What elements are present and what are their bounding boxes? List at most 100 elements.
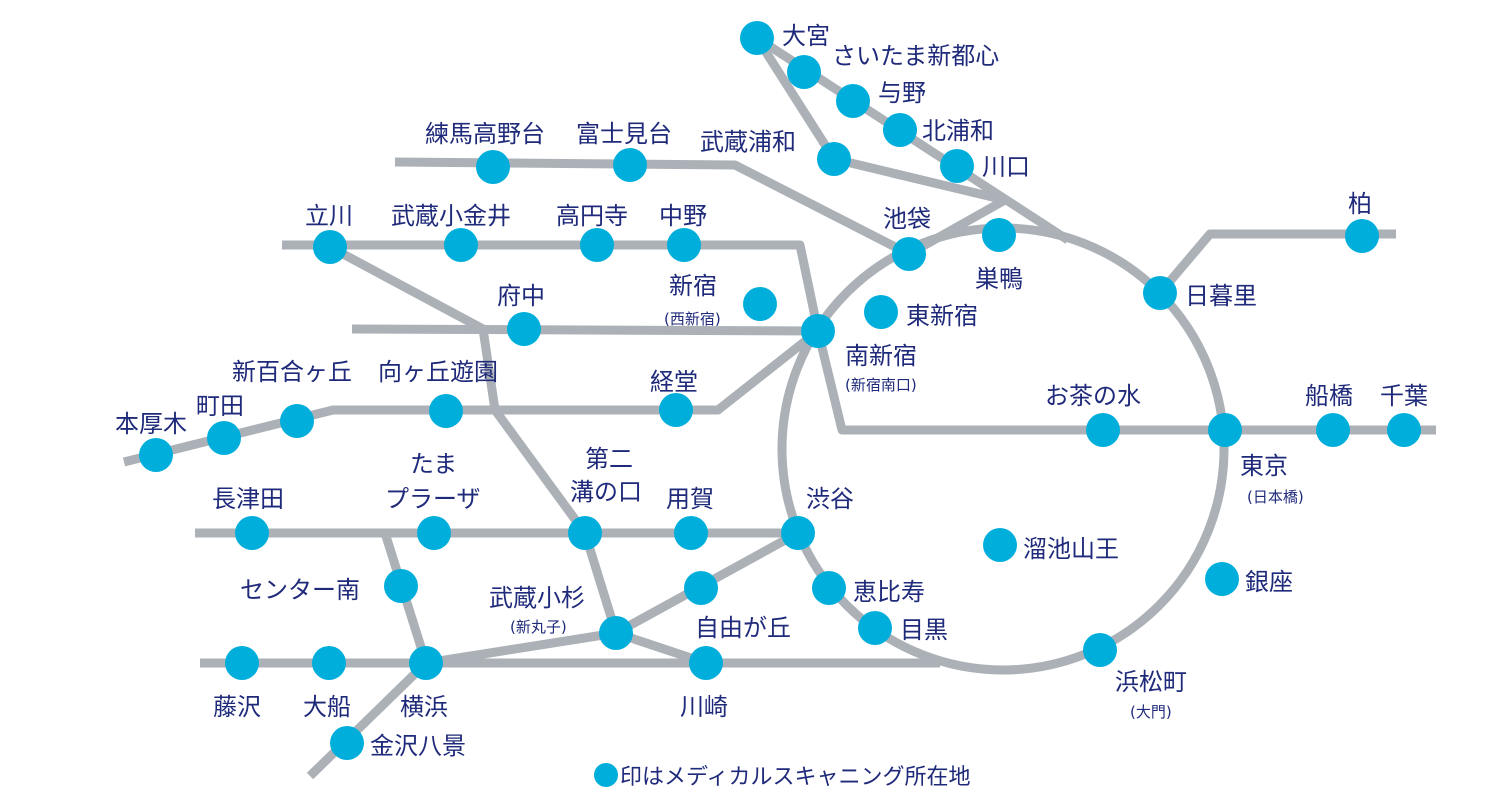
station-label: センター南 [240, 576, 360, 604]
station[interactable]: 自由が丘 [684, 571, 791, 642]
station[interactable]: 経堂 [650, 368, 698, 427]
station[interactable]: 池袋 [883, 205, 931, 271]
station[interactable]: 北浦和 [883, 113, 994, 147]
station[interactable]: 新百合ヶ丘 [232, 358, 352, 438]
station-marker-icon[interactable] [812, 571, 846, 605]
station-marker-icon[interactable] [613, 148, 647, 182]
station-marker-icon[interactable] [1083, 633, 1117, 667]
station-marker-icon[interactable] [689, 646, 723, 680]
station-marker-icon[interactable] [781, 516, 815, 550]
station-marker-icon[interactable] [940, 149, 974, 183]
station-marker-icon[interactable] [444, 228, 478, 262]
station[interactable]: 藤沢 [213, 646, 261, 721]
station-marker-icon[interactable] [982, 218, 1016, 252]
station[interactable]: 東新宿 [864, 295, 978, 330]
station-marker-icon[interactable] [207, 421, 241, 455]
station[interactable]: 立川 [305, 202, 353, 264]
station-marker-icon[interactable] [568, 516, 602, 550]
station-label: 武蔵小金井 [391, 202, 511, 230]
station[interactable]: 本厚木 [115, 410, 187, 472]
station[interactable]: 東京(日本橋) [1208, 413, 1304, 506]
station[interactable]: 川崎 [680, 646, 728, 721]
station[interactable]: 高円寺 [556, 202, 628, 262]
station-marker-icon[interactable] [817, 142, 851, 176]
station[interactable]: 浜松町(大門) [1083, 633, 1187, 721]
station[interactable]: 銀座 [1205, 562, 1293, 596]
station[interactable]: 向ヶ丘遊園 [378, 358, 498, 428]
station-marker-icon[interactable] [599, 616, 633, 650]
station-marker-icon[interactable] [1086, 413, 1120, 447]
station-label-line2: 溝の口 [570, 478, 642, 506]
station[interactable]: 渋谷 [781, 485, 854, 550]
station[interactable]: 与野 [836, 79, 926, 118]
station-label: 高円寺 [556, 202, 628, 230]
station[interactable]: 長津田 [212, 485, 284, 550]
station-marker-icon[interactable] [417, 516, 451, 550]
station-marker-icon[interactable] [674, 516, 708, 550]
station-marker-icon[interactable] [1387, 413, 1421, 447]
station-marker-icon[interactable] [312, 646, 346, 680]
station[interactable]: 大宮 [740, 21, 830, 55]
station-marker-icon[interactable] [787, 55, 821, 89]
station[interactable]: 千葉 [1380, 382, 1428, 447]
station-marker-icon[interactable] [740, 21, 774, 55]
station[interactable]: 府中 [497, 282, 545, 346]
station[interactable]: 新宿(西新宿) [664, 272, 777, 328]
station-marker-icon[interactable] [1208, 413, 1242, 447]
station[interactable]: 大船 [303, 646, 351, 721]
station[interactable]: 武蔵小金井 [391, 202, 511, 262]
station[interactable]: 溜池山王 [983, 528, 1119, 563]
station[interactable]: 横浜 [400, 646, 448, 721]
station-marker-icon[interactable] [743, 287, 777, 321]
station-marker-icon[interactable] [1205, 562, 1239, 596]
station[interactable]: 武蔵浦和 [700, 128, 851, 176]
station[interactable]: 恵比寿 [812, 571, 925, 606]
station-marker-icon[interactable] [836, 84, 870, 118]
station[interactable]: 川口 [940, 149, 1030, 183]
station-marker-icon[interactable] [659, 393, 693, 427]
station[interactable]: 金沢八景 [330, 726, 466, 760]
station[interactable]: 日暮里 [1143, 276, 1257, 310]
station-marker-icon[interactable] [858, 611, 892, 645]
station-marker-icon[interactable] [1143, 276, 1177, 310]
station-marker-icon[interactable] [1345, 219, 1379, 253]
station-label: 川口 [982, 153, 1030, 181]
station-marker-icon[interactable] [409, 646, 443, 680]
station-marker-icon[interactable] [667, 228, 701, 262]
station-marker-icon[interactable] [225, 646, 259, 680]
station[interactable]: 用賀 [666, 485, 714, 550]
station-marker-icon[interactable] [384, 569, 418, 603]
station-marker-icon[interactable] [580, 228, 614, 262]
station[interactable]: 船橋 [1305, 382, 1353, 447]
station[interactable]: 町田 [196, 392, 244, 455]
station[interactable]: 目黒 [858, 611, 948, 645]
station-marker-icon[interactable] [883, 113, 917, 147]
station[interactable]: センター南 [240, 569, 418, 604]
station[interactable]: 武蔵小杉(新丸子) [489, 584, 633, 650]
station[interactable]: 南新宿(新宿南口) [801, 314, 917, 394]
station[interactable]: 富士見台 [576, 120, 672, 182]
station-marker-icon[interactable] [507, 312, 541, 346]
station-label: 大船 [303, 693, 351, 721]
station-marker-icon[interactable] [330, 726, 364, 760]
station-marker-icon[interactable] [280, 404, 314, 438]
station-marker-icon[interactable] [892, 237, 926, 271]
station-marker-icon[interactable] [235, 516, 269, 550]
station[interactable]: 中野 [659, 202, 707, 262]
station-marker-icon[interactable] [983, 528, 1017, 562]
station[interactable]: 巣鴨 [975, 218, 1023, 293]
station[interactable]: さいたま新都心 [787, 42, 999, 89]
station-marker-icon[interactable] [801, 314, 835, 348]
station[interactable]: 練馬高野台 [425, 120, 545, 184]
station[interactable]: 柏 [1345, 190, 1379, 253]
station-marker-icon[interactable] [864, 295, 898, 329]
station-marker-icon[interactable] [429, 394, 463, 428]
station-marker-icon[interactable] [1316, 413, 1350, 447]
station-marker-icon[interactable] [476, 150, 510, 184]
station-marker-icon[interactable] [684, 571, 718, 605]
station-marker-icon[interactable] [313, 230, 347, 264]
station[interactable]: お茶の水 [1045, 382, 1141, 447]
station-marker-icon[interactable] [139, 438, 173, 472]
